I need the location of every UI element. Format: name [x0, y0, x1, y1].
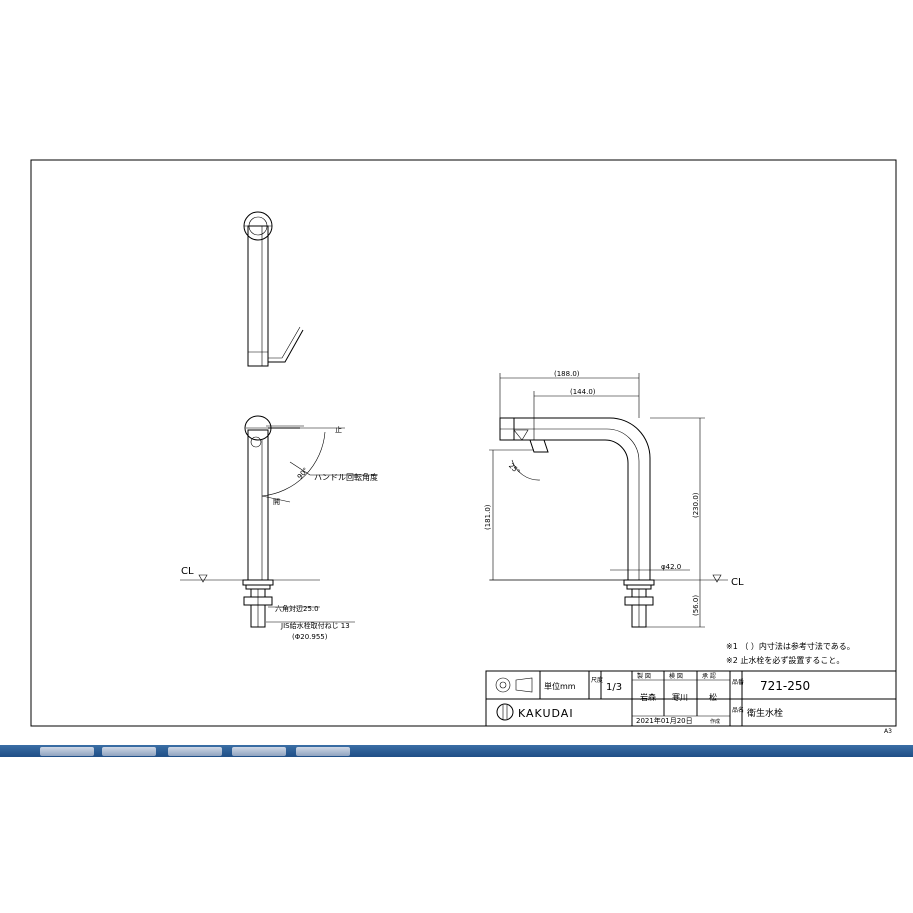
dim-56: (56.0) [692, 595, 700, 616]
name-draw: 岩森 [640, 692, 656, 702]
front-view [180, 415, 375, 628]
taskbar [0, 745, 913, 757]
taskbar-button[interactable] [102, 747, 156, 756]
name-approve: 松 [709, 692, 717, 702]
date-suffix: 作成 [710, 718, 720, 725]
dim-230: (230.0) [692, 492, 700, 518]
col-draw: 製 図 [637, 672, 651, 680]
name-check: 寒川 [672, 692, 688, 702]
hex-label: 六角対辺25.0 [275, 604, 319, 613]
open-label: 開 [273, 498, 280, 506]
sheet-size: A3 [884, 728, 892, 735]
dim-188: (188.0) [554, 370, 580, 378]
thread-label: JIS給水栓取付ねじ 13 [280, 621, 350, 630]
unit-label: 単位mm [544, 681, 576, 691]
part-number: 721-250 [760, 679, 810, 693]
handle-angle-label: ハンドル回転角度 [314, 472, 378, 482]
name-caption: 品名 [732, 706, 744, 714]
stop-label: 止 [335, 425, 342, 434]
top-view [243, 211, 304, 367]
note-2: ※2 止水栓を必ず設置すること。 [726, 655, 844, 665]
angle-90-label: 90° [296, 466, 310, 481]
dim-181: (181.0) [484, 504, 492, 530]
num-caption: 品番 [732, 679, 744, 686]
note-1: ※1 （ ）内寸法は参考寸法である。 [726, 641, 855, 651]
side-view [489, 373, 728, 628]
col-check: 検 図 [669, 672, 683, 680]
thread-dia-label: (Φ20.955) [292, 633, 328, 641]
angle-25-label: 25° [507, 462, 521, 476]
title-block [485, 670, 897, 727]
col-approve: 承 認 [702, 672, 716, 680]
scale-caption: 尺度 [591, 676, 603, 684]
sheet-border [30, 159, 897, 727]
drawing-date: 2021年01月20日 [636, 716, 693, 725]
dim-144: (144.0) [570, 388, 596, 396]
scale-value: 1/3 [606, 682, 622, 693]
cl-left-label: CL [181, 566, 194, 577]
cl-right-label: CL [731, 577, 744, 588]
brand-name: KAKUDAI [518, 707, 574, 720]
taskbar-button[interactable] [296, 747, 350, 756]
taskbar-button[interactable] [40, 747, 94, 756]
dim-42: φ42.0 [661, 563, 681, 571]
taskbar-button[interactable] [232, 747, 286, 756]
part-name: 衛生水栓 [747, 707, 783, 719]
taskbar-button[interactable] [168, 747, 222, 756]
